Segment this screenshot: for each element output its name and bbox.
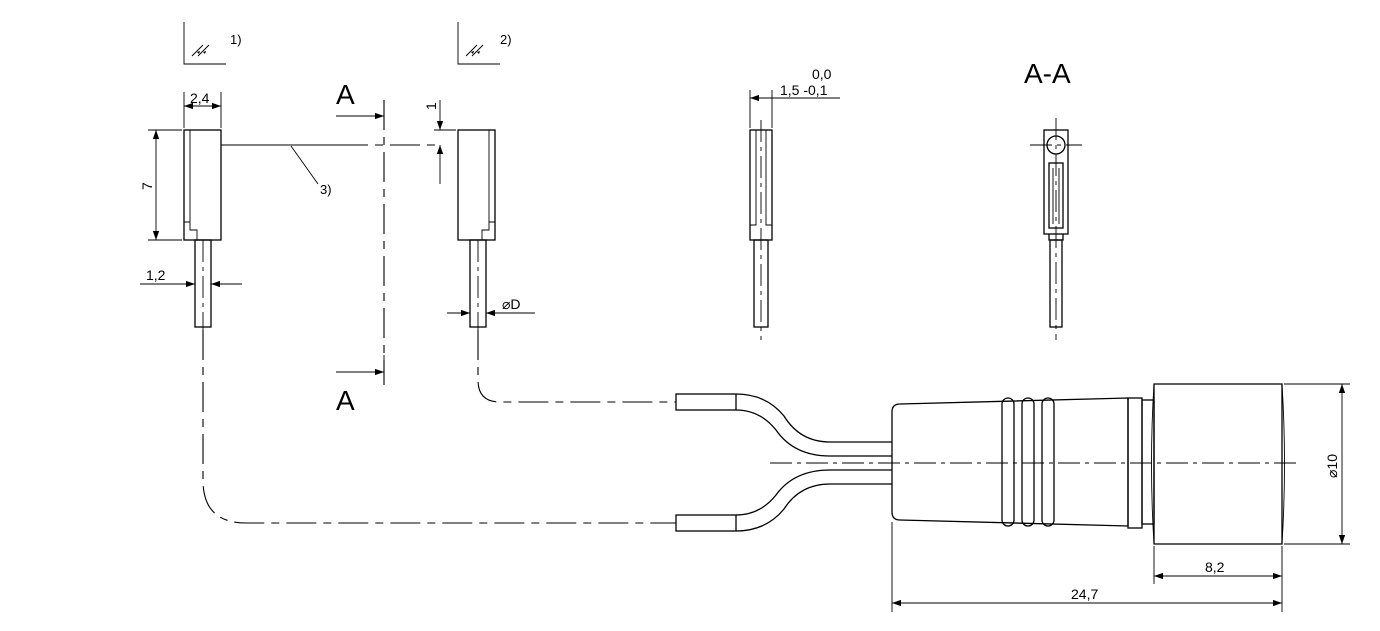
dim-sensor-height-label: 7 [139,182,155,190]
dim-total-len [891,522,1282,612]
dim-connector-len [1153,546,1283,612]
dim-offset [434,100,456,184]
connector [770,383,1296,545]
dim-connector-dia [1284,383,1350,545]
section-line-a [336,100,385,385]
dim-sensor-height [148,129,182,241]
note-2: 2) [500,32,512,47]
section-label-top: A [336,79,355,110]
note-1: 1) [230,32,242,47]
note-3: 3) [320,182,332,197]
cable-routing [202,330,892,532]
sensor-view-1 [183,129,222,330]
dim-connector-dia-label: ⌀10 [1324,454,1340,478]
dim-offset-label: 1 [423,102,439,110]
tolerance-upper: 0,0 [812,66,832,82]
section-label-bottom: A [336,385,355,416]
dim-cable-width-label: 1,2 [146,267,166,283]
dim-diameter-d-label: ⌀D [502,296,521,312]
dim-connector-len-label: 8,2 [1205,559,1225,575]
sensor-side-view [749,120,773,340]
weld-symbol-icon [457,22,500,65]
dim-total-len-label: 24,7 [1071,586,1098,602]
section-view-title: A-A [1024,58,1071,89]
section-view [1030,118,1082,340]
sensor-view-2 [457,129,496,330]
tolerance-lower: 1,5 -0,1 [780,82,828,98]
dim-sensor-width [183,92,222,128]
weld-symbol-icon [183,22,226,65]
dim-tolerance [749,90,840,128]
leader-3 [290,145,319,185]
dim-sensor-width-label: 2,4 [190,90,210,106]
